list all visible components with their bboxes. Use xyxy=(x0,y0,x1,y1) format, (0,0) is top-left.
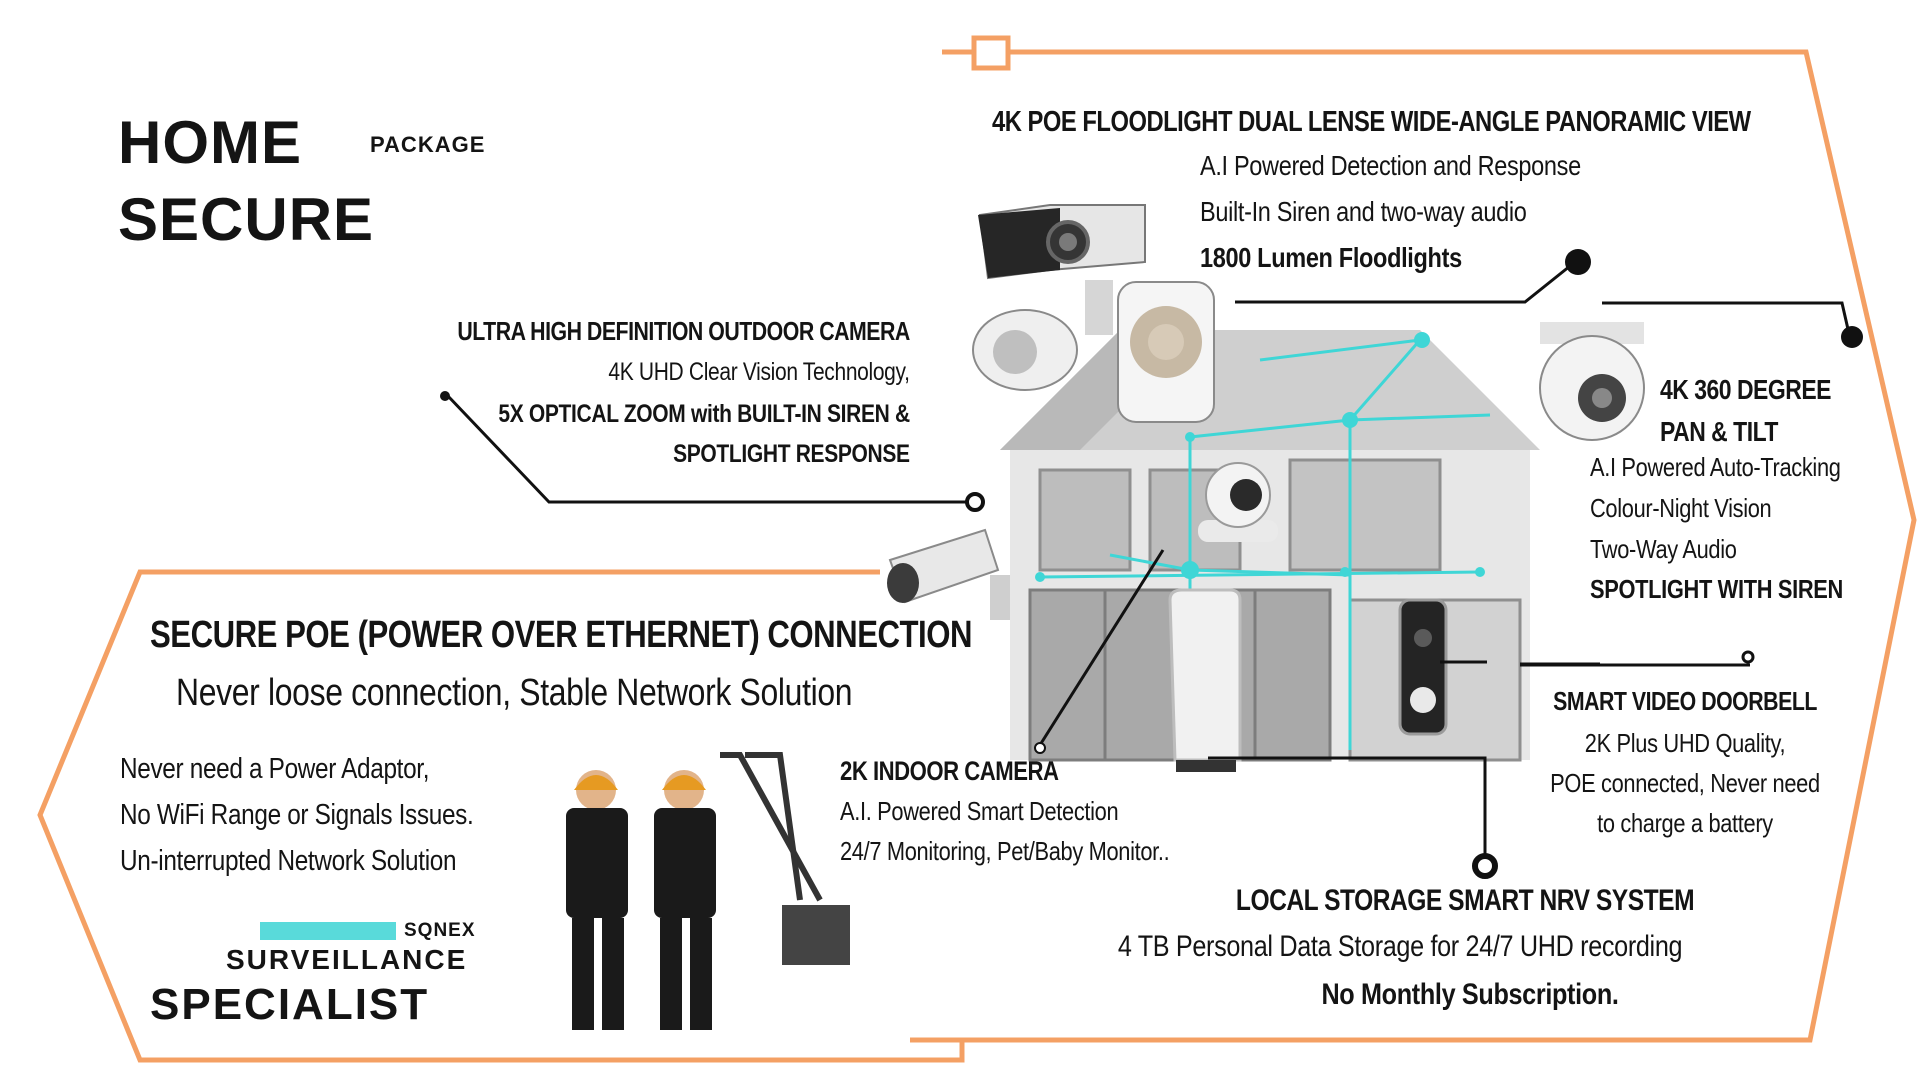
outdoor-line-3: SPOTLIGHT RESPONSE xyxy=(673,440,910,468)
ptz-line-3: Two-Way Audio xyxy=(1590,534,1737,564)
brand-title-package: PACKAGE xyxy=(370,132,486,157)
bullet-camera-graphic xyxy=(887,528,1010,620)
house-illustration xyxy=(1000,330,1540,762)
ptz-heading-2: PAN & TILT xyxy=(1660,416,1778,447)
doorbell-graphic xyxy=(1398,598,1448,736)
outdoor-heading: ULTRA HIGH DEFINITION OUTDOOR CAMERA xyxy=(457,316,911,346)
indoor-heading: 2K INDOOR CAMERA xyxy=(840,756,1059,786)
outdoor-line-2: 5X OPTICAL ZOOM with BUILT-IN SIREN & xyxy=(498,400,911,428)
outdoor-line-1: 4K UHD Clear Vision Technology, xyxy=(608,358,911,386)
company-specialist: SPECIALIST xyxy=(150,980,430,1029)
indoor-camera-graphic xyxy=(1198,462,1278,542)
floodlight-line-2: Built-In Siren and two-way audio xyxy=(1200,196,1527,227)
poe-heading: SECURE POE (POWER OVER ETHERNET) CONNECT… xyxy=(150,614,972,656)
frame-corner-square xyxy=(971,35,1011,71)
left-frame xyxy=(37,569,965,1063)
storage-line-1: 4 TB Personal Data Storage for 24/7 UHD … xyxy=(1117,930,1683,963)
company-surveillance: SURVEILLANCE xyxy=(226,944,468,975)
floodlight-line-1: A.I Powered Detection and Response xyxy=(1200,150,1581,181)
connector-lines xyxy=(445,260,1852,870)
poe-subheading: Never loose connection, Stable Network S… xyxy=(176,672,853,714)
company-name: SQNEX xyxy=(404,920,476,941)
technicians-graphic xyxy=(566,752,850,1030)
floodlight-line-3: 1800 Lumen Floodlights xyxy=(1200,242,1462,273)
floodlight-camera-graphic xyxy=(972,204,1215,423)
right-frame xyxy=(910,49,1917,1043)
poe-line-2: No WiFi Range or Signals Issues. xyxy=(120,799,474,831)
ptz-line-2: Colour-Night Vision xyxy=(1590,493,1772,523)
ptz-heading-1: 4K 360 DEGREE xyxy=(1660,374,1831,405)
doorbell-heading: SMART VIDEO DOORBELL xyxy=(1553,686,1817,716)
indoor-line-2: 24/7 Monitoring, Pet/Baby Monitor.. xyxy=(840,836,1170,866)
doorbell-line-1: 2K Plus UHD Quality, xyxy=(1584,728,1786,758)
ptz-line-4: SPOTLIGHT WITH SIREN xyxy=(1590,574,1843,604)
floodlight-heading: 4K POE FLOODLIGHT DUAL LENSE WIDE-ANGLE … xyxy=(992,106,1751,138)
brand-title-secure: SECURE xyxy=(118,186,375,253)
brand-title-home: HOME xyxy=(118,109,302,176)
doorbell-line-3: to charge a battery xyxy=(1597,808,1773,838)
ptz-line-1: A.I Powered Auto-Tracking xyxy=(1590,452,1841,482)
brand-accent-bar xyxy=(260,922,396,940)
poe-line-3: Un-interrupted Network Solution xyxy=(120,845,457,877)
connector-dots xyxy=(440,249,1863,879)
poe-line-1: Never need a Power Adaptor, xyxy=(120,753,430,785)
ptz-camera-graphic xyxy=(1539,322,1645,441)
nvr-box-graphic xyxy=(1168,588,1242,772)
doorbell-line-2: POE connected, Never need xyxy=(1550,768,1820,798)
indoor-line-1: A.I. Powered Smart Detection xyxy=(840,796,1119,826)
storage-heading: LOCAL STORAGE SMART NRV SYSTEM xyxy=(1235,884,1695,917)
storage-line-2: No Monthly Subscription. xyxy=(1321,978,1619,1011)
